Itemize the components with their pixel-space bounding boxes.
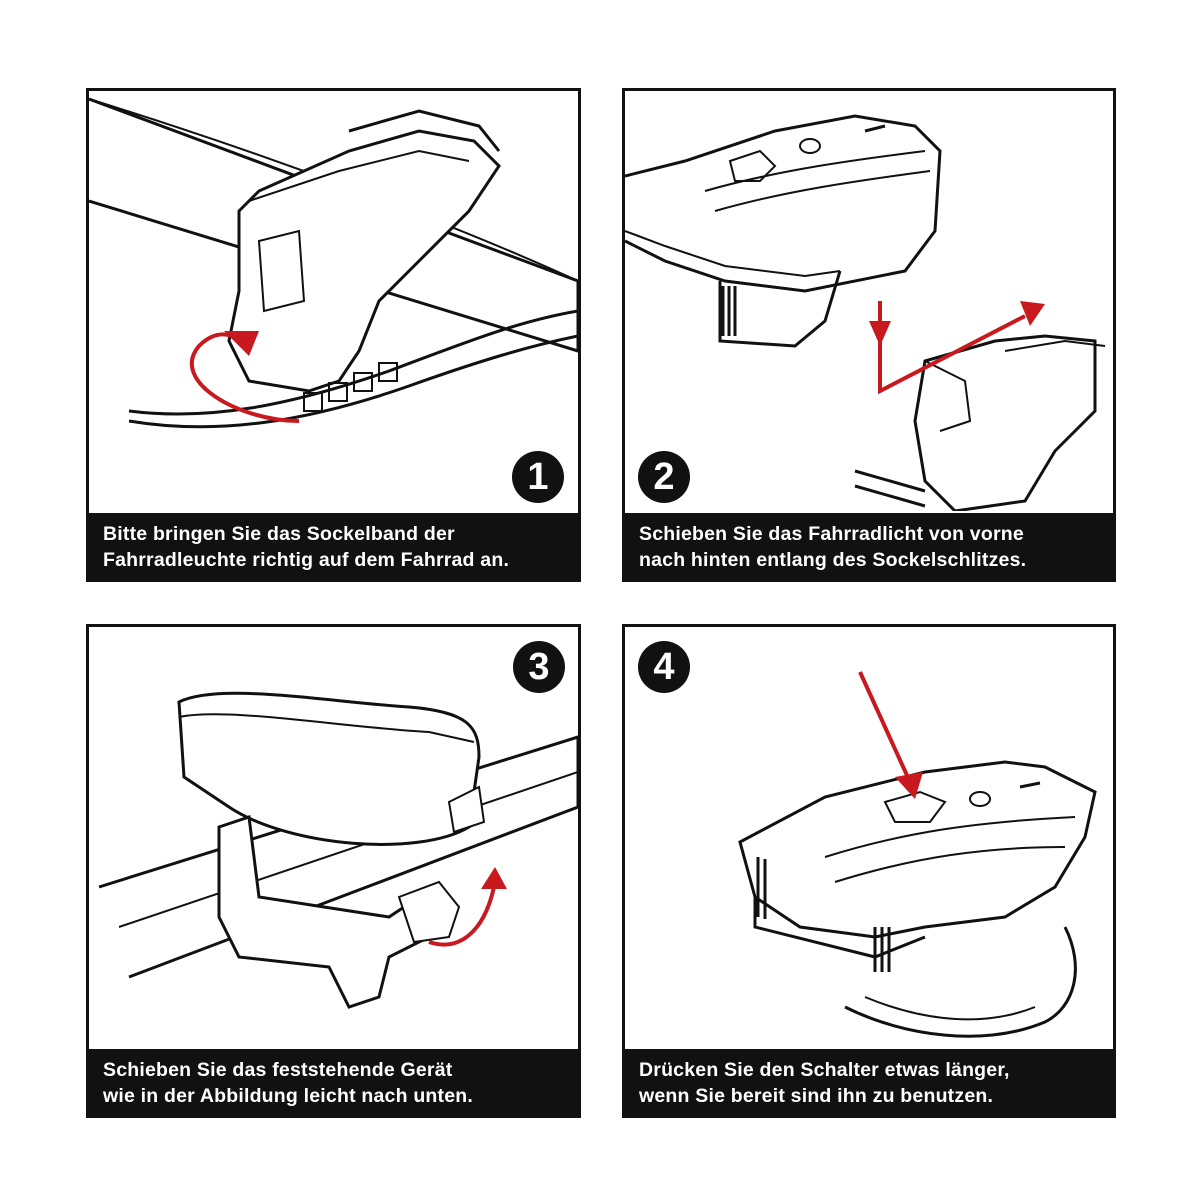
- step-caption: Drücken Sie den Schalter etwas länger, w…: [625, 1049, 1113, 1115]
- step-number-badge: 4: [638, 641, 690, 693]
- step-number-badge: 3: [513, 641, 565, 693]
- illustration-mount-strap: [89, 97, 578, 429]
- illustration-slide-light-onto-mount: [625, 114, 1106, 511]
- step-caption: Schieben Sie das feststehende Gerät wie …: [89, 1049, 578, 1115]
- step-number-badge: 1: [512, 451, 564, 503]
- caption-line: Bitte bringen Sie das Sockelband der: [103, 523, 455, 545]
- caption-line: Fahrradleuchte richtig auf dem Fahrrad a…: [103, 549, 510, 571]
- panel-step-3: 3 Schieben Sie das feststehende Gerät wi…: [86, 624, 581, 1118]
- caption-line: wie in der Abbildung leicht nach unten.: [103, 1085, 474, 1107]
- illustration-press-switch: [738, 671, 1097, 1038]
- panel-step-4: 4 Drücken Sie den Schalter etwas länger,…: [622, 624, 1116, 1118]
- step-number-badge: 2: [638, 451, 690, 503]
- panel-step-1: 1 Bitte bringen Sie das Sockelband der F…: [86, 88, 581, 582]
- illustration-mounted-light-lock: [98, 691, 578, 1009]
- caption-line: Drücken Sie den Schalter etwas länger,: [639, 1059, 1010, 1081]
- step-caption: Schieben Sie das Fahrradlicht von vorne …: [625, 513, 1113, 579]
- caption-line: Schieben Sie das Fahrradlicht von vorne: [639, 523, 1024, 545]
- panel-step-2: 2 Schieben Sie das Fahrradlicht von vorn…: [622, 88, 1116, 582]
- caption-line: Schieben Sie das feststehende Gerät: [103, 1059, 453, 1081]
- caption-line: nach hinten entlang des Sockelschlitzes.: [639, 549, 1027, 571]
- caption-line: wenn Sie bereit sind ihn zu benutzen.: [639, 1085, 994, 1107]
- step-caption: Bitte bringen Sie das Sockelband der Fah…: [89, 513, 578, 579]
